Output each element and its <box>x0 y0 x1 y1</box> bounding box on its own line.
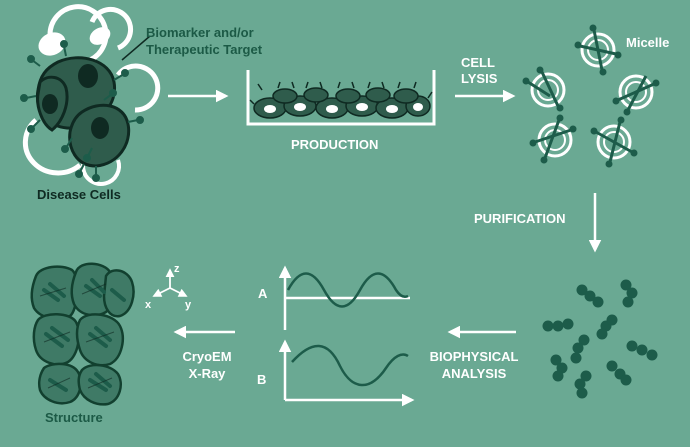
cell-lysis-label-line2: LYSIS <box>461 71 498 86</box>
axis-y-label: y <box>185 299 192 311</box>
structure-label: Structure <box>45 410 103 425</box>
axis-x-label: x <box>145 299 152 311</box>
graph-a-wave <box>286 272 409 308</box>
graph-b <box>278 339 415 407</box>
micelle-label: Micelle <box>626 35 670 50</box>
graph-a <box>278 265 410 330</box>
graph-b-label: B <box>257 372 267 387</box>
production-label: PRODUCTION <box>291 137 379 152</box>
biomarker-pointer-line <box>121 35 151 61</box>
micelle-cluster <box>522 24 660 168</box>
micelle <box>590 116 638 168</box>
structure-illustration <box>30 262 135 406</box>
axis-z-label: z <box>174 263 180 275</box>
micelle <box>529 114 577 164</box>
biophysical-label-line1: BIOPHYSICAL <box>429 349 519 364</box>
cryoem-label: CryoEM <box>182 349 232 364</box>
micelle <box>522 66 566 112</box>
purification-label: PURIFICATION <box>474 211 566 226</box>
micelle <box>574 24 622 76</box>
graph-a-label: A <box>258 286 268 301</box>
production-culture-dish <box>246 70 436 126</box>
xray-label: X-Ray <box>188 366 226 381</box>
disease-cells-illustration <box>20 4 161 186</box>
biomarker-label-line1: Biomarker and/or <box>146 25 254 40</box>
disease-cells-label: Disease Cells <box>37 187 121 202</box>
cell-lysis-label-line1: CELL <box>461 55 495 70</box>
purified-proteins <box>542 279 658 399</box>
biophysical-label-line2: ANALYSIS <box>441 366 507 381</box>
process-arrows <box>168 89 602 339</box>
biomarker-label-line2: Therapeutic Target <box>146 42 263 57</box>
graph-b-wave <box>291 344 409 387</box>
micelle <box>612 74 660 116</box>
xyz-axes-icon <box>152 268 188 297</box>
